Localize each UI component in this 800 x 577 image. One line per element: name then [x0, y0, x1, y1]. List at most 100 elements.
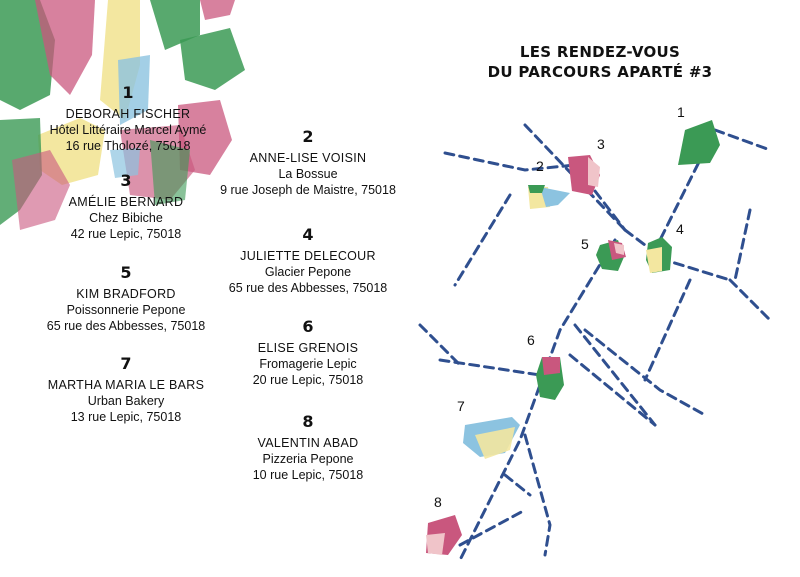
stop-person: VALENTIN ABAD: [257, 436, 359, 450]
marker-blob: [646, 247, 662, 273]
stop-number: 2: [302, 127, 314, 146]
route-map: 1 2 3 4 5 6 7 8: [418, 104, 772, 562]
street: [623, 228, 732, 282]
stop-8: 8 VALENTIN ABAD Pizzeria Pepone 10 rue L…: [188, 413, 428, 483]
stop-person: ELISE GRENOIS: [257, 341, 359, 355]
street: [458, 238, 617, 562]
stop-number: 6: [302, 317, 314, 336]
marker-3: [568, 155, 600, 195]
pink-blob: [12, 150, 70, 230]
stop-venue: Poissonnerie Pepone: [66, 303, 186, 317]
map-label-4: 4: [676, 221, 684, 237]
marker-5: [596, 240, 626, 271]
stop-number: 3: [120, 171, 132, 190]
pink-blob: [200, 0, 235, 20]
stop-venue: Fromagerie Lepic: [259, 357, 357, 371]
stop-number: 1: [122, 83, 134, 102]
marker-blob: [614, 243, 624, 255]
street: [438, 358, 542, 377]
stop-venue: Glacier Pepone: [264, 265, 352, 279]
blue-blob: [118, 55, 150, 125]
stop-person: JULIETTE DELECOUR: [240, 249, 376, 263]
map-label-7: 7: [457, 398, 465, 414]
stop-address: 13 rue Lepic, 75018: [70, 410, 182, 424]
blue-blob: [110, 148, 140, 178]
stop-address: 20 rue Lepic, 75018: [252, 373, 364, 387]
marker-blob: [542, 357, 560, 375]
stop-person: MARTHA MARIA LE BARS: [47, 378, 205, 392]
map-title-line-1: LES RENDEZ-VOUS: [519, 43, 681, 61]
stop-address: 42 rue Lepic, 75018: [70, 227, 182, 241]
green-blob: [180, 28, 245, 90]
stop-2: 2 ANNE-LISE VOISIN La Bossue 9 rue Josep…: [188, 128, 428, 198]
stop-number: 5: [120, 263, 132, 282]
stop-venue: Urban Bakery: [87, 394, 165, 408]
street: [713, 128, 772, 152]
marker-blob: [475, 427, 515, 459]
street: [458, 508, 527, 547]
stop-venue: Pizzeria Pepone: [262, 452, 354, 466]
marker-blob: [588, 157, 600, 187]
marker-blob: [528, 185, 545, 193]
street: [573, 323, 657, 427]
stop-6: 6 ELISE GRENOIS Fromagerie Lepic 20 rue …: [188, 318, 428, 388]
marker-2: [528, 185, 570, 209]
street: [523, 123, 627, 232]
marker-8: [426, 515, 462, 555]
map-title-line-2: DU PARCOURS APARTÉ #3: [487, 63, 713, 81]
map-label-5: 5: [581, 236, 589, 252]
stop-number: 8: [302, 412, 314, 431]
map-label-6: 6: [527, 332, 535, 348]
street: [568, 353, 657, 427]
stop-person: DEBORAH FISCHER: [65, 107, 191, 121]
marker-6: [536, 357, 564, 400]
street: [443, 151, 627, 232]
stop-3: 3 AMÉLIE BERNARD Chez Bibiche 42 rue Lep…: [6, 172, 246, 242]
map-labels: 1 2 3 4 5 6 7 8: [434, 104, 685, 510]
street: [418, 323, 462, 367]
stop-person: ANNE-LISE VOISIN: [249, 151, 367, 165]
street: [733, 208, 752, 282]
stop-number: 4: [302, 225, 314, 244]
marker-1: [678, 120, 720, 165]
stop-address: 9 rue Joseph de Maistre, 75018: [220, 183, 396, 197]
stop-venue: Chez Bibiche: [89, 211, 163, 225]
stop-7: 7 MARTHA MARIA LE BARS Urban Bakery 13 r…: [6, 355, 246, 425]
street: [728, 278, 772, 322]
street: [503, 473, 532, 497]
street: [523, 433, 552, 557]
stop-5: 5 KIM BRADFORD Poissonnerie Pepone 65 ru…: [6, 264, 246, 334]
street: [453, 193, 512, 287]
marker-7: [463, 417, 520, 459]
stop-address: 10 rue Lepic, 75018: [252, 468, 364, 482]
streets: [418, 123, 772, 562]
stop-address: 65 rue des Abbesses, 75018: [228, 281, 388, 295]
map-label-8: 8: [434, 494, 442, 510]
marker-4: [646, 237, 672, 273]
pink-blob: [35, 0, 95, 95]
stop-venue: Hôtel Littéraire Marcel Aymé: [49, 123, 207, 137]
green-blob: [150, 0, 200, 50]
stop-venue: La Bossue: [278, 167, 338, 181]
marker-blob: [540, 187, 570, 207]
map-label-3: 3: [597, 136, 605, 152]
marker-blob: [426, 533, 445, 555]
green-blob: [150, 140, 190, 205]
stop-number: 7: [120, 354, 132, 373]
stop-4: 4 JULIETTE DELECOUR Glacier Pepone 65 ru…: [188, 226, 428, 296]
street: [643, 278, 692, 382]
stop-address: 16 rue Tholozé, 75018: [65, 139, 191, 153]
stop-markers: [426, 120, 720, 555]
street: [583, 328, 707, 417]
stop-1: 1 DEBORAH FISCHER Hôtel Littéraire Marce…: [8, 84, 248, 154]
map-label-1: 1: [677, 104, 685, 120]
stop-person: KIM BRADFORD: [76, 287, 176, 301]
map-title: LES RENDEZ-VOUS DU PARCOURS APARTÉ #3: [470, 42, 730, 82]
stop-person: AMÉLIE BERNARD: [68, 195, 184, 209]
marker-blob: [678, 120, 720, 165]
map-label-2: 2: [536, 158, 544, 174]
pink-blob: [178, 100, 232, 175]
watercolor-decoration: [0, 0, 245, 230]
stop-address: 65 rue des Abbesses, 75018: [46, 319, 206, 333]
street: [658, 148, 707, 242]
